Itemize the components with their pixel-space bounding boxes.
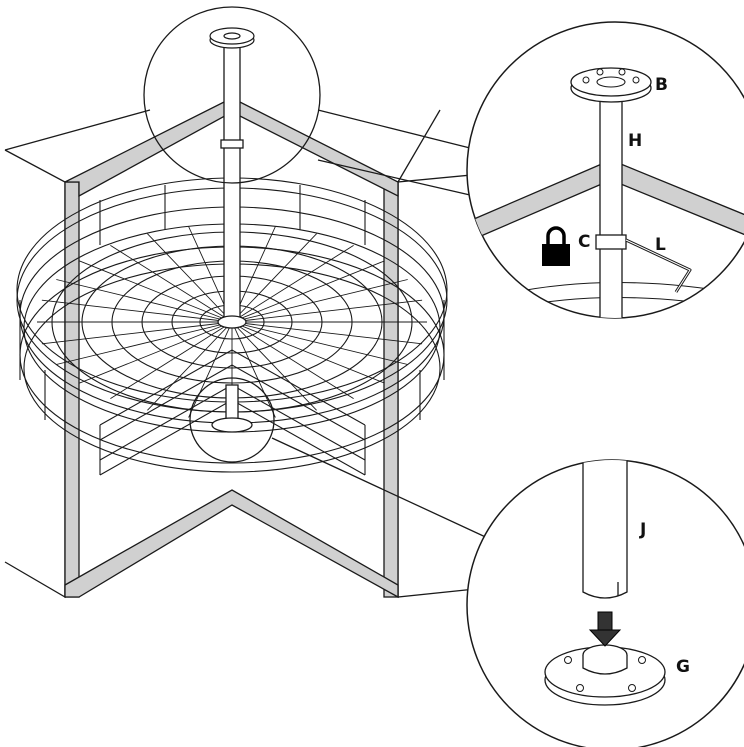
basket-spoke [231, 260, 385, 323]
basket-spoke [110, 245, 233, 323]
label-L: L [655, 235, 666, 255]
label-B: B [655, 75, 668, 95]
detail-bottom: J G [466, 459, 744, 747]
basket-spoke [231, 321, 385, 384]
basket-spoke [231, 321, 276, 418]
basket-spoke [41, 321, 233, 345]
basket-spoke [231, 233, 317, 323]
basket-spoke [79, 321, 233, 384]
basket-spoke [231, 321, 317, 411]
basket-spoke [147, 233, 233, 323]
label-G: G [676, 657, 690, 677]
basket-spoke [110, 321, 233, 399]
basket-spoke [188, 321, 233, 418]
basket-spoke [231, 321, 354, 399]
basket-spoke [231, 279, 408, 323]
basket-spoke [56, 279, 233, 323]
magnifier-top [143, 6, 321, 184]
basket-spoke [41, 299, 233, 323]
basket-spoke [147, 321, 233, 411]
lock-icon [542, 226, 570, 266]
basket-spoke [231, 321, 408, 365]
magnifier-bottom [189, 377, 275, 463]
leader-lines [271, 109, 493, 541]
basket-spokes [37, 224, 427, 420]
label-J: J [639, 520, 646, 540]
basket-spoke [79, 260, 233, 323]
basket-spoke [231, 299, 423, 323]
arrow-down-icon [588, 611, 622, 647]
top-plate-small [209, 27, 255, 49]
label-C: C [578, 232, 590, 252]
basket-spoke [231, 321, 423, 345]
label-H: H [628, 131, 642, 151]
basket-spoke [231, 245, 354, 323]
basket-spoke [56, 321, 233, 365]
detail-top: B H C L [466, 21, 744, 319]
